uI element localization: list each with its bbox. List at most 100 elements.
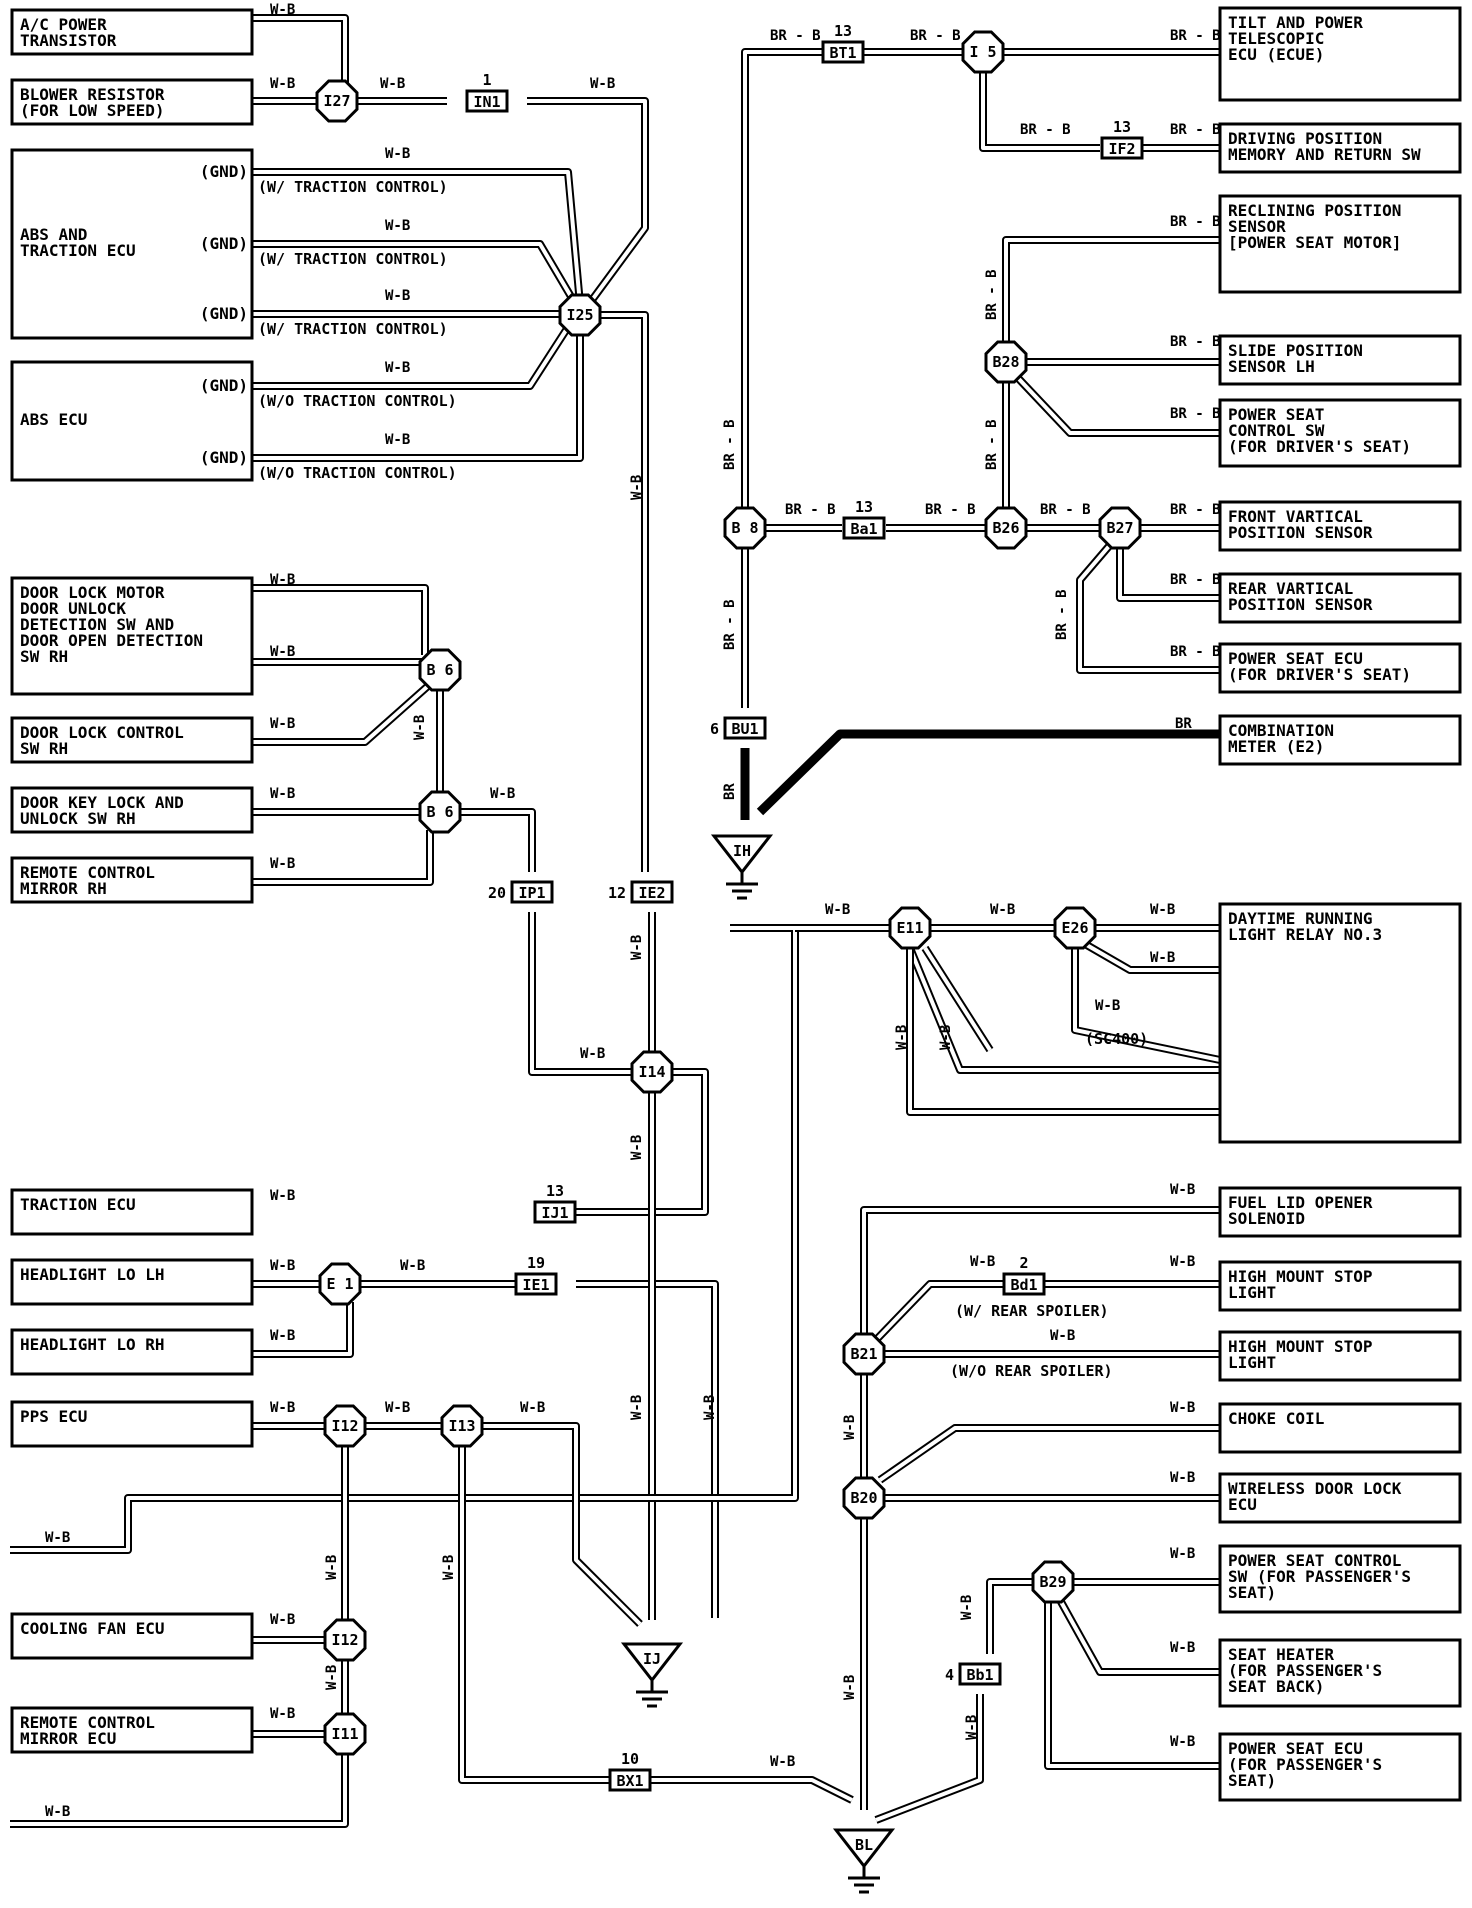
component-label: POSITION SENSOR (1228, 523, 1373, 542)
wire-label-wb-vertical: W-B (938, 1025, 954, 1050)
junction-i11: I11 (323, 1712, 367, 1756)
pin-label: (GND) (200, 304, 248, 323)
wire-core (908, 947, 1220, 1072)
wire-label-wb: W-B (590, 76, 615, 92)
ground-shape (620, 1642, 684, 1683)
component-box (1218, 1732, 1462, 1802)
wire-label-brb: BR - B (1170, 502, 1221, 518)
connector-shape (465, 89, 509, 113)
connector-pin: 20 (488, 884, 506, 902)
component-label: SEAT) (1228, 1771, 1276, 1790)
component-label: LIGHT (1228, 1283, 1276, 1302)
junction-shape (558, 293, 602, 337)
pin-label: (GND) (200, 234, 248, 253)
junction-shape (842, 1476, 886, 1520)
wire-label-wb-vertical: W-B (412, 715, 428, 740)
component-label: REMOTE CONTROL (20, 1713, 155, 1732)
junction-label: I12 (331, 1631, 358, 1649)
component-box (10, 1612, 254, 1660)
component-label: [POWER SEAT MOTOR] (1228, 233, 1401, 252)
component-label: ABS ECU (20, 410, 87, 429)
component-label: SOLENOID (1228, 1209, 1305, 1228)
component-label: CHOKE COIL (1228, 1409, 1324, 1428)
connector-pin: 6 (710, 720, 719, 738)
connector-shape (514, 1272, 558, 1296)
component-cooling-fan-ecu: COOLING FAN ECU (10, 1612, 254, 1660)
wire-label-wb: W-B (270, 1328, 295, 1344)
component-box (10, 576, 254, 696)
wire (527, 97, 649, 303)
component-label: DOOR LOCK CONTROL (20, 723, 184, 742)
wire-core (460, 1446, 610, 1782)
connector-code: IF2 (1108, 140, 1135, 158)
junction-label: I13 (448, 1417, 475, 1435)
component-box (10, 1258, 254, 1306)
junction-label: B26 (992, 519, 1019, 537)
wire-label-wb: W-B (1170, 1400, 1195, 1416)
connector-pin: 13 (546, 1182, 564, 1200)
component-label: REMOTE CONTROL (20, 863, 155, 882)
wire-label-brb: BR - B (770, 28, 821, 44)
wire-label-brb: BR - B (1170, 214, 1221, 230)
note-with-spoiler: (W/ REAR SPOILER) (955, 1302, 1109, 1320)
wire-label-wb-vertical: W-B (324, 1665, 340, 1690)
wire-label-wb: W-B (270, 1400, 295, 1416)
wire-label-wb: W-B (1095, 998, 1120, 1014)
pin-label: (GND) (200, 162, 248, 181)
component-seat-heater-pass: SEAT HEATER(FOR PASSENGER'S SEAT BACK) (1218, 1638, 1462, 1708)
wire-label-brb: BR - B (910, 28, 961, 44)
wire-label-wb: W-B (385, 1400, 410, 1416)
component-headlight-lo-lh: HEADLIGHT LO LH (10, 1258, 254, 1306)
wire-label-wb-vertical: W-B (324, 1555, 340, 1580)
component-label: ECU (ECUE) (1228, 45, 1324, 64)
junction-shape (440, 1404, 484, 1448)
wire-core (862, 1208, 1220, 1334)
wire-label-brb: BR - B (1170, 572, 1221, 588)
component-box (10, 78, 254, 126)
component-label: POWER SEAT CONTROL (1228, 1551, 1401, 1570)
wire-label-brb: BR - B (1170, 644, 1221, 660)
wire-core (576, 1282, 717, 1618)
wire-core (1083, 942, 1220, 972)
wire-core (530, 912, 634, 1074)
wire (986, 1578, 1035, 1654)
wire (741, 48, 825, 508)
wires (10, 14, 1221, 1828)
connector-shape (630, 880, 674, 904)
wire-core (252, 330, 582, 460)
junction-label: I11 (331, 1725, 358, 1743)
component-box (10, 360, 254, 482)
wire-label-wb-vertical: W-B (629, 1135, 645, 1160)
component-label: TILT AND POWER (1228, 13, 1363, 32)
component-box (10, 1188, 254, 1236)
component-box (1218, 572, 1462, 624)
wire-core (875, 1694, 982, 1822)
ground-ih: IH (710, 834, 774, 900)
wire-label-brb-vertical: BR - B (1054, 589, 1070, 640)
wire-core (743, 50, 825, 508)
note-with-tc: (W/ TRACTION CONTROL) (258, 250, 448, 268)
wire-label-wb-vertical: W-B (629, 935, 645, 960)
wire-label-wb-vertical: W-B (702, 1395, 718, 1420)
component-label: DOOR UNLOCK (20, 599, 126, 618)
ground-label: IH (733, 842, 751, 860)
wire-label-wb: W-B (270, 1258, 295, 1274)
component-label: POWER SEAT (1228, 405, 1324, 424)
junction-shape (323, 1404, 367, 1448)
wire-core (1058, 1599, 1220, 1674)
component-label: SLIDE POSITION (1228, 341, 1363, 360)
wire-label-brb: BR - B (1170, 406, 1221, 422)
junction-b28: B28 (984, 340, 1028, 384)
wire-core (599, 313, 647, 872)
wire-label-wb: W-B (385, 432, 410, 448)
